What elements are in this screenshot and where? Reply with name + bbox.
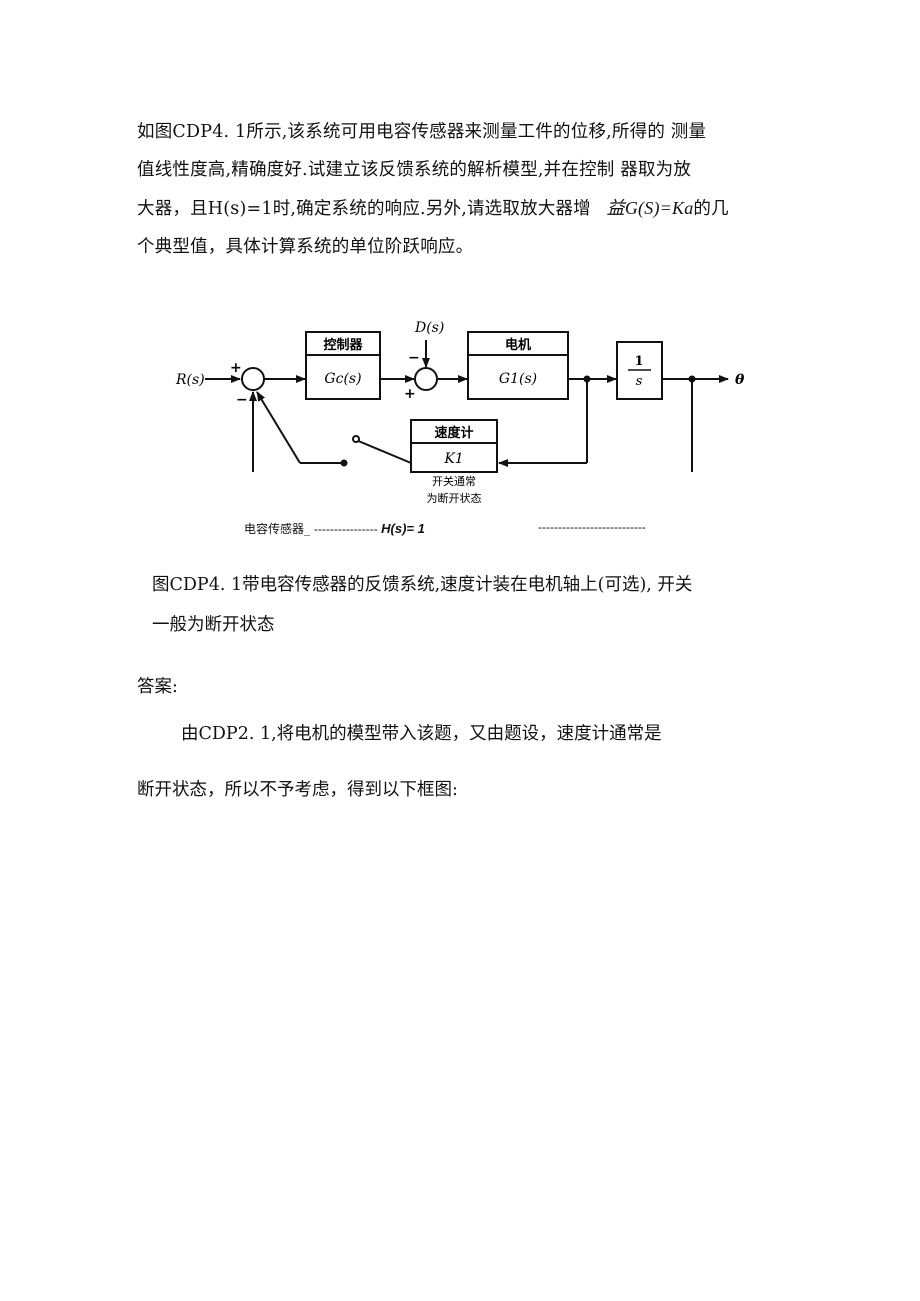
integrator-numerator: 1	[634, 354, 643, 369]
tachometer-title: 速度计	[434, 425, 473, 441]
problem-line-3-text: 大器，且H(s)=1时,确定系统的响应.另外,请选取放大器增	[137, 199, 591, 219]
controller-block	[305, 331, 381, 400]
problem-line-2: 值线性度高,精确度好.试建立该反馈系统的解析模型,并在控制 器取为放	[137, 160, 692, 180]
sensor-dashes-right: ---------------------------	[538, 520, 646, 534]
tachometer-block	[410, 419, 498, 473]
switch-blade	[355, 439, 412, 464]
sensor-transfer-function: H(s)= 1	[381, 521, 425, 536]
sum2-plus-sign: +	[404, 386, 416, 402]
problem-line-3-suffix: 的几	[693, 199, 729, 219]
summing-junction-2	[414, 367, 438, 391]
sensor-label: 电容传感器_	[244, 522, 311, 536]
motor-tf: G1(s)	[499, 371, 537, 387]
problem-line-3: 大器，且H(s)=1时,确定系统的响应.另外,请选取放大器增 益G(S)=Ka的…	[137, 189, 797, 228]
problem-line-4: 个典型值，具体计算系统的单位阶跃响应。	[137, 237, 474, 257]
sensor-dashes: ----------------	[313, 522, 382, 536]
sum1-plus-sign: +	[230, 360, 242, 376]
summing-junction-1	[241, 367, 265, 391]
gain-formula: 益G(S)=Ka	[606, 198, 694, 218]
motor-title: 电机	[505, 337, 531, 353]
controller-title: 控制器	[323, 337, 363, 353]
tachometer-gain: K1	[443, 451, 463, 467]
sum1-minus-sign: −	[236, 392, 248, 408]
answer-line-1: 由CDP2. 1,将电机的模型带入该题，又由题设，速度计通常是	[181, 724, 662, 744]
input-label: R(s)	[175, 372, 205, 388]
tacho-to-sum1-line	[256, 391, 301, 464]
switch-note-line-2: 为断开状态	[427, 491, 482, 505]
problem-line-1: 如图CDP4. 1所示,该系统可用电容传感器来测量工件的位移,所得的 测量	[137, 122, 707, 142]
block-diagram: R(s) D(s) θ + − − + 控制器 Gc(s) 电机 G1(s) 1…	[175, 320, 745, 505]
integrator-block	[616, 341, 663, 400]
switch-note-line-1: 开关通常	[432, 474, 476, 488]
caption-line-1: 图CDP4. 1带电容传感器的反馈系统,速度计装在电机轴上(可选), 开关	[152, 575, 693, 595]
switch-contact-open	[352, 435, 360, 443]
answer-line-2: 断开状态，所以不予考虑，得到以下框图:	[137, 780, 458, 800]
output-label: θ	[735, 372, 745, 388]
problem-text: 如图CDP4. 1所示,该系统可用电容传感器来测量工件的位移,所得的 测量 值线…	[137, 113, 797, 266]
integrator-denominator: s	[636, 374, 643, 389]
disturbance-label: D(s)	[414, 320, 444, 336]
sum2-minus-sign: −	[408, 350, 420, 366]
figure-caption: 图CDP4. 1带电容传感器的反馈系统,速度计装在电机轴上(可选), 开关 一般…	[152, 565, 792, 645]
caption-line-2: 一般为断开状态	[152, 615, 275, 635]
sensor-row: 电容传感器_ ---------------- H(s)= 1	[244, 520, 425, 537]
motor-block	[467, 331, 569, 400]
answer-label: 答案:	[137, 677, 178, 697]
controller-tf: Gc(s)	[324, 371, 361, 387]
